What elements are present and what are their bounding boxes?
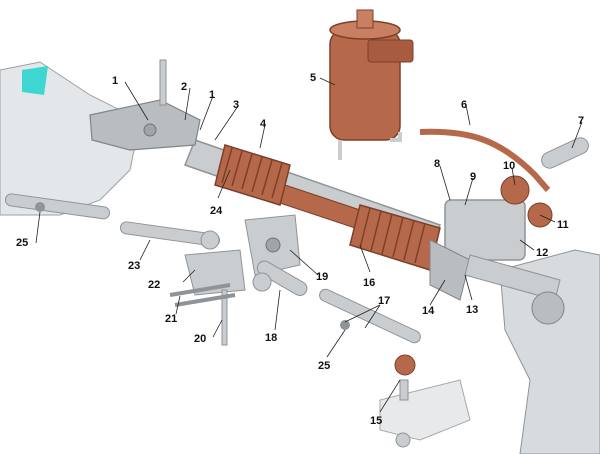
left-tie-rod (4, 193, 111, 220)
callout-1b: 1 (209, 89, 215, 101)
callout-17: 17 (378, 295, 390, 307)
pressure-pipe (541, 137, 589, 169)
callout-4: 4 (260, 118, 267, 130)
tie-rod-23 (119, 221, 221, 250)
pinion-shaft (464, 254, 565, 325)
ball-joint-18 (252, 260, 308, 296)
callout-13: 13 (466, 304, 478, 316)
callout-16: 16 (363, 277, 375, 289)
callout-20: 20 (194, 333, 206, 345)
body-panel-left (0, 61, 141, 216)
callout-25a: 25 (16, 237, 28, 249)
callout-12: 12 (536, 247, 548, 259)
callout-7: 7 (578, 115, 584, 127)
callout-24: 24 (210, 205, 223, 217)
bracket-19 (244, 214, 301, 276)
right-tie-rod (319, 288, 421, 448)
left-bellows (214, 144, 291, 206)
callout-11: 11 (557, 219, 569, 231)
callout-1a: 1 (112, 75, 118, 87)
callout-3: 3 (233, 99, 239, 111)
body-panel-accent (22, 66, 48, 95)
callout-14: 14 (422, 305, 435, 317)
leader-lines (35, 77, 583, 413)
left-mount-bracket (89, 59, 201, 151)
callout-25b: 25 (318, 360, 330, 372)
callout-21: 21 (165, 313, 177, 325)
bracket-22 (169, 249, 246, 346)
right-bellows (349, 204, 441, 271)
callout-19: 19 (316, 271, 328, 283)
callout-6: 6 (461, 99, 467, 111)
callout-23: 23 (128, 260, 140, 272)
callout-9: 9 (470, 171, 476, 183)
fluid-reservoir (329, 9, 414, 160)
callout-22: 22 (148, 279, 160, 291)
callout-18: 18 (265, 332, 277, 344)
callout-8: 8 (434, 158, 440, 170)
callout-10: 10 (503, 160, 515, 172)
return-hose (419, 128, 551, 192)
callout-2: 2 (181, 81, 187, 93)
callout-15: 15 (370, 415, 382, 427)
body-panel-right (499, 249, 600, 454)
floor-panel (379, 379, 471, 441)
callout-5: 5 (310, 72, 316, 84)
